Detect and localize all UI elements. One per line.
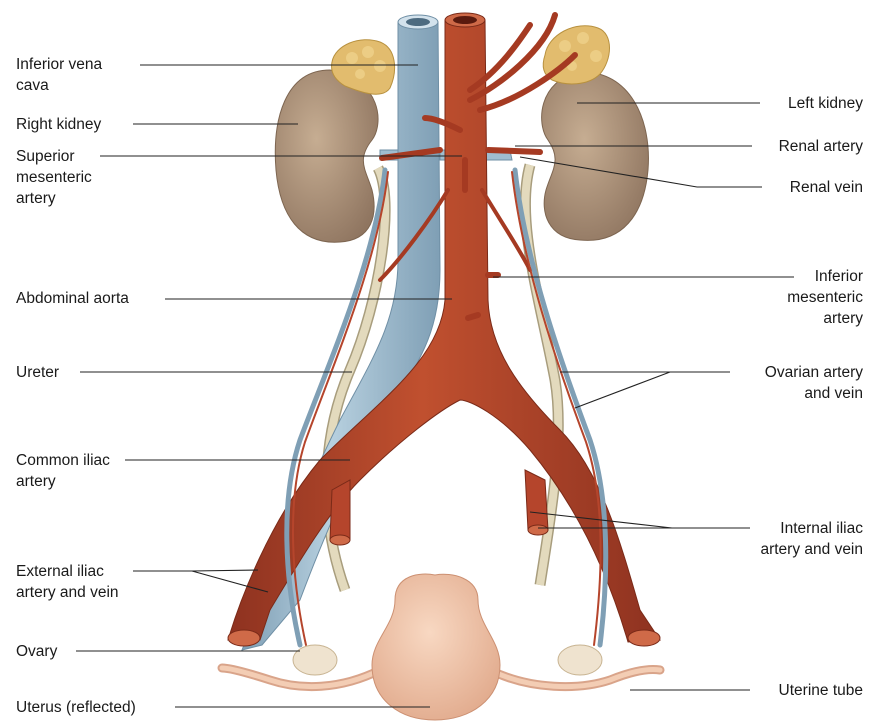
- label-internal-iliac-artery-and-vein: Internal iliac artery and vein: [760, 518, 863, 560]
- label-uterus-reflected: Uterus (reflected): [16, 697, 136, 718]
- uterus: [372, 574, 500, 720]
- label-ovarian-artery-and-vein: Ovarian artery and vein: [765, 362, 863, 404]
- label-external-iliac-artery-and-vein: External iliac artery and vein: [16, 561, 119, 603]
- label-renal-artery: Renal artery: [779, 136, 863, 157]
- label-renal-vein: Renal vein: [790, 177, 863, 198]
- label-ovary: Ovary: [16, 641, 57, 662]
- label-right-kidney: Right kidney: [16, 114, 101, 135]
- label-left-kidney: Left kidney: [788, 93, 863, 114]
- label-abdominal-aorta: Abdominal aorta: [16, 288, 129, 309]
- label-ureter: Ureter: [16, 362, 59, 383]
- label-inferior-vena-cava: Inferior vena cava: [16, 54, 102, 96]
- label-inferior-mesenteric-artery: Inferior mesenteric artery: [787, 266, 863, 329]
- left-kidney: [542, 72, 649, 240]
- label-common-iliac-artery: Common iliac artery: [16, 450, 110, 492]
- label-uterine-tube: Uterine tube: [779, 680, 863, 701]
- label-superior-mesenteric-artery: Superior mesenteric artery: [16, 146, 92, 209]
